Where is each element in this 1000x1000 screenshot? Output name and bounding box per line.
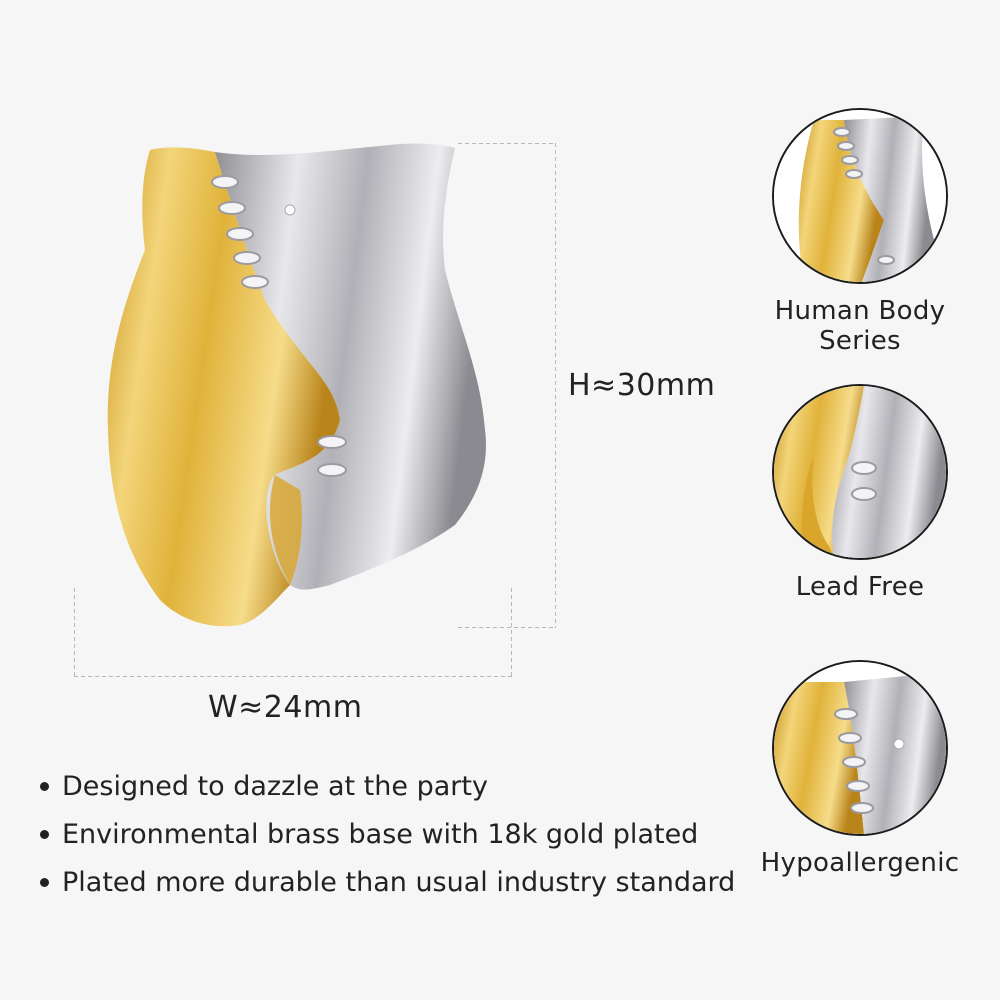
feature-hypoallergenic: Hypoallergenic xyxy=(740,660,980,878)
lacing-closeup-image xyxy=(772,384,948,560)
bullet-text: Designed to dazzle at the party xyxy=(62,770,488,802)
bullet-item: Plated more durable than usual industry … xyxy=(40,858,740,906)
stitch-closeup-image xyxy=(772,660,948,836)
height-guide-top xyxy=(458,143,556,144)
width-label: W≈24mm xyxy=(208,690,363,725)
bullet-item: Environmental brass base with 18k gold p… xyxy=(40,810,740,858)
height-guide-line xyxy=(555,143,556,628)
bullet-dot-icon xyxy=(40,781,49,791)
bullet-text: Environmental brass base with 18k gold p… xyxy=(62,818,699,850)
feature-label: Human Body Series xyxy=(774,296,946,356)
feature-human-body-series: Human Body Series xyxy=(740,108,980,356)
bullet-item: Designed to dazzle at the party xyxy=(40,762,740,810)
bullet-dot-icon xyxy=(40,877,49,887)
height-guide-bottom xyxy=(458,627,556,628)
width-guide-right xyxy=(511,588,512,678)
feature-bullet-list: Designed to dazzle at the party Environm… xyxy=(40,762,740,906)
bullet-text: Plated more durable than usual industry … xyxy=(62,866,736,898)
torso-closeup-image xyxy=(772,108,948,284)
feature-label: Hypoallergenic xyxy=(760,848,960,878)
feature-lead-free: Lead Free xyxy=(740,384,980,602)
width-guide-line xyxy=(74,676,512,677)
earring-product-image xyxy=(107,143,486,627)
height-label: H≈30mm xyxy=(568,368,716,403)
width-guide-left xyxy=(74,588,75,678)
bullet-dot-icon xyxy=(40,829,49,839)
feature-label: Lead Free xyxy=(795,572,925,602)
